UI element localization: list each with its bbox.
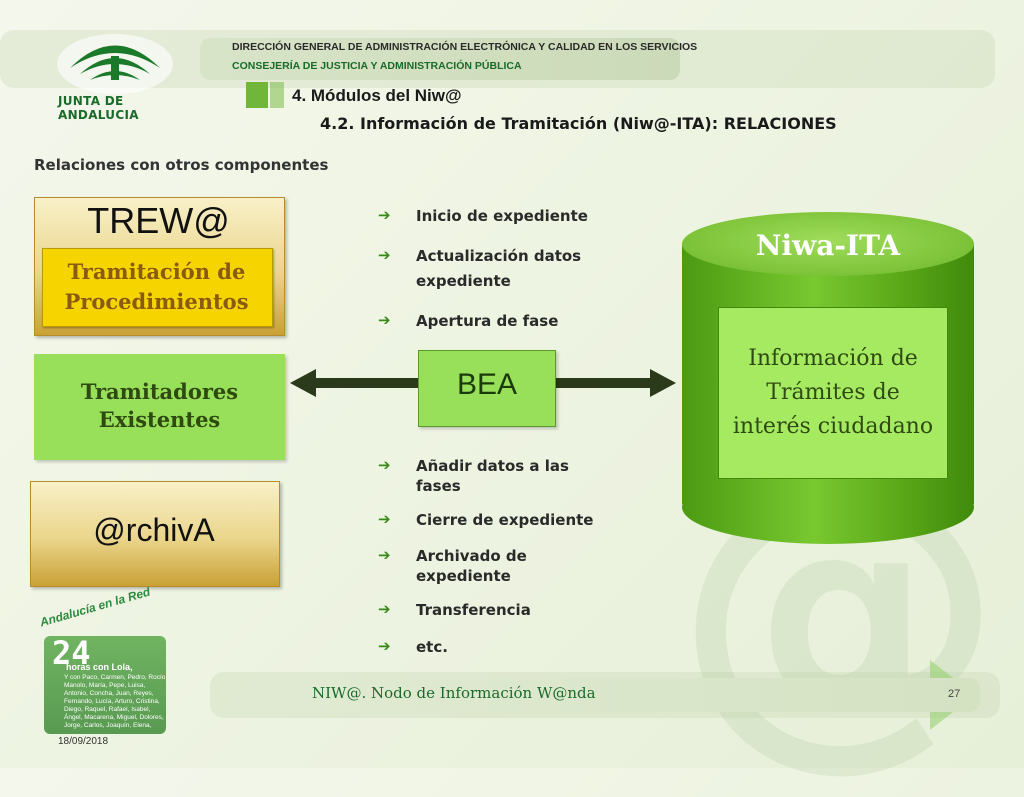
junta-logo: JUNTA DE ANDALUCIA [40, 28, 190, 122]
trew-inner-text: Tramitación de Procedimientos [42, 257, 271, 317]
section-title: 4. Módulos del Niw@ [292, 86, 462, 105]
page-number: 27 [948, 688, 961, 700]
andalucia-badge [44, 636, 166, 734]
bullet-text: Inicio de expediente [416, 207, 588, 225]
badge-hours: horas con Lola, [66, 662, 133, 672]
bullet-text: Transferencia [416, 601, 531, 619]
niwa-inner-box [718, 307, 948, 479]
tramitadores-line1: Tramitadores [80, 379, 239, 404]
badge-names: Y con Paco, Carmen, Pedro, Rocío, Manolo… [64, 674, 168, 729]
arrow-bullet-icon: ➔ [378, 600, 391, 618]
arrow-bullet-icon: ➔ [378, 637, 391, 655]
tramitadores-box [34, 354, 285, 460]
archiva-box [30, 481, 280, 587]
arrow-bullet-icon: ➔ [378, 510, 391, 528]
tramitadores-line2: Existentes [98, 407, 221, 432]
bullet-text: etc. [416, 638, 448, 656]
badge-number: 24 [52, 634, 91, 672]
arrow-bullet-icon: ➔ [378, 311, 391, 329]
header-square-1 [246, 82, 268, 108]
archiva-title: @rchivA [93, 512, 215, 548]
footer-title: NIW@. Nodo de Información W@nda [312, 684, 596, 702]
junta-logo-icon [57, 34, 173, 94]
bea-box [418, 350, 556, 427]
arrow-bullet-icon: ➔ [378, 206, 391, 224]
niwa-title: Niwa-ITA [755, 229, 901, 262]
header-direccion: DIRECCIÓN GENERAL DE ADMINISTRACIÓN ELEC… [232, 41, 698, 53]
section-subtitle: 4.2. Información de Tramitación (Niw@-IT… [320, 114, 837, 133]
trew-inner-line2: Procedimientos [64, 289, 249, 314]
footer-bar [300, 678, 980, 712]
trew-inner-line1: Tramitación de [67, 259, 246, 284]
niwa-inner-line1: Información de [748, 346, 918, 371]
tramitadores-text: Tramitadores Existentes [34, 378, 285, 434]
arrow-bullet-icon: ➔ [378, 456, 391, 474]
diagram-heading: Relaciones con otros componentes [34, 156, 329, 174]
arrow-bullet-icon: ➔ [378, 246, 391, 264]
bea-label: BEA [456, 368, 518, 401]
bullet-text: Actualización datos expediente [416, 247, 582, 290]
header-bar [200, 38, 680, 80]
trew-inner-box [42, 248, 273, 327]
header-square-2 [270, 82, 284, 108]
niwa-inner-text: Información de Trámites de interés ciuda… [718, 342, 948, 444]
footer-date: 18/09/2018 [58, 736, 109, 747]
bullet-text: Archivado de expediente [416, 547, 527, 585]
bullet-text: Añadir datos a las fases [416, 457, 569, 495]
logo-text: JUNTA DE ANDALUCIA [58, 94, 139, 122]
bullet-text: Apertura de fase [416, 312, 559, 330]
bullet-text: Cierre de expediente [416, 511, 594, 529]
arrow-bullet-icon: ➔ [378, 546, 391, 564]
niwa-inner-line3: interés ciudadano [732, 414, 934, 439]
badge-ring-text: Andalucía en la Red [38, 584, 152, 630]
niwa-cylinder-top [682, 212, 974, 276]
header-consejeria: CONSEJERÍA DE JUSTICIA Y ADMINISTRACIÓN … [232, 60, 522, 72]
trew-title: TREW@ [87, 200, 230, 241]
niwa-inner-line2: Trámites de [766, 380, 900, 405]
